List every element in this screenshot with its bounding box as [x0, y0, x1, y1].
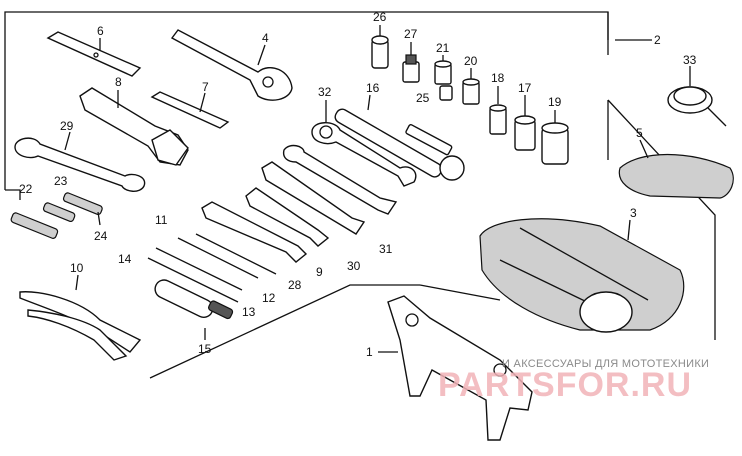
- open-wrench-9: [245, 187, 330, 247]
- callout-25: 25: [416, 91, 430, 105]
- gauge-pouch-5: [618, 139, 734, 199]
- frame-lines: [4, 11, 716, 379]
- callout-15: 15: [198, 342, 212, 356]
- extension-22: [10, 212, 59, 239]
- callout-27: 27: [404, 27, 418, 41]
- callout-18: 18: [491, 71, 505, 85]
- socket-19: [541, 110, 569, 165]
- socket-17: [514, 95, 536, 151]
- callout-7: 7: [202, 80, 209, 94]
- callout-12: 12: [262, 291, 276, 305]
- callout-19: 19: [548, 95, 562, 109]
- ratchet-16: [334, 94, 465, 181]
- feeler-strip-7: [150, 91, 230, 129]
- callout-26: 26: [373, 10, 387, 24]
- tire-gauge-33: [667, 66, 727, 127]
- callout-9: 9: [316, 265, 323, 279]
- screwdriver-bit-24: [62, 192, 103, 226]
- callout-21: 21: [436, 41, 450, 55]
- screwdriver-handle-15: [154, 279, 234, 340]
- callout-labels: 26 27 21 20 25 18 17 19 6 4 8 7 32 16 29…: [19, 10, 697, 359]
- open-wrench-31: [282, 144, 398, 215]
- callout-8: 8: [115, 75, 122, 89]
- callout-14: 14: [118, 252, 132, 266]
- callout-3: 3: [630, 206, 637, 220]
- callout-33: 33: [683, 53, 697, 67]
- screwdriver-11: [177, 237, 259, 279]
- callout-1: 1: [366, 345, 373, 359]
- callout-13: 13: [242, 305, 256, 319]
- screwdriver-bit-23: [42, 202, 76, 223]
- tool-bag-3: [479, 218, 685, 333]
- pliers-10: [19, 274, 142, 361]
- pin-spanner-6: [46, 31, 142, 77]
- callout-28: 28: [288, 278, 302, 292]
- watermark-text: И АКСЕССУАРЫ ДЛЯ МОТОТЕХНИКИ: [502, 358, 710, 370]
- tool-holder-1: [378, 295, 533, 441]
- callout-23: 23: [54, 174, 68, 188]
- open-wrench-30: [261, 161, 366, 235]
- socket-26: [371, 25, 389, 69]
- callout-31: 31: [379, 242, 393, 256]
- socket-18: [489, 86, 507, 135]
- callout-6: 6: [97, 24, 104, 38]
- callout-10: 10: [70, 261, 84, 275]
- socket-handle-8: [79, 87, 189, 166]
- socket-20: [462, 68, 480, 105]
- adjustable-wrench-4: [170, 29, 293, 101]
- open-wrench-28: [201, 201, 308, 263]
- callout-22: 22: [19, 182, 33, 196]
- callout-32: 32: [318, 85, 332, 99]
- callout-4: 4: [262, 31, 269, 45]
- callout-11: 11: [155, 213, 168, 227]
- socket-21: [434, 55, 452, 85]
- callout-5: 5: [636, 126, 643, 140]
- double-ring-wrench-29: [14, 131, 146, 192]
- screwdriver-13: [195, 233, 277, 275]
- socket-27: [402, 42, 420, 83]
- callout-17: 17: [518, 81, 532, 95]
- callout-30: 30: [347, 259, 361, 273]
- ring-wrench-32: [311, 100, 417, 187]
- watermark-logo: PARTSFOR.RU: [438, 366, 693, 404]
- callout-2: 2: [654, 33, 661, 47]
- callout-20: 20: [464, 54, 478, 68]
- callout-29: 29: [60, 119, 74, 133]
- callout-16: 16: [366, 81, 380, 95]
- screwdriver-14: [147, 247, 243, 303]
- socket-25: [439, 85, 453, 101]
- callout-24: 24: [94, 229, 108, 243]
